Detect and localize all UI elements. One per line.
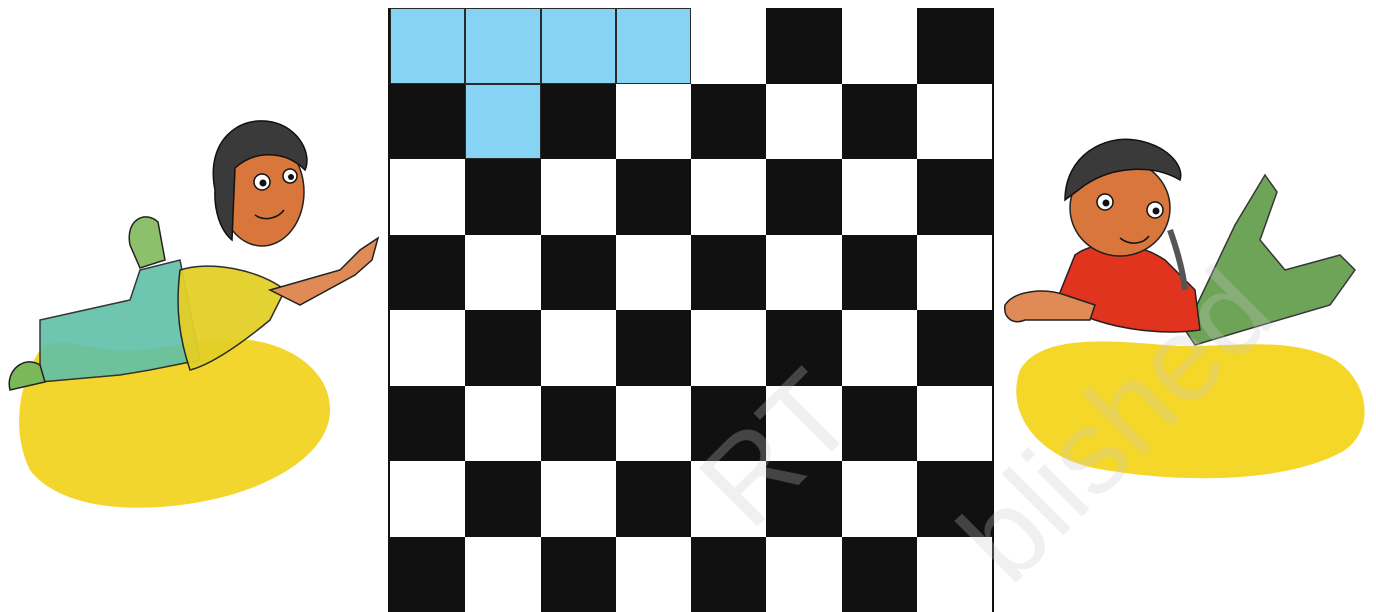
board-cell-blue xyxy=(541,8,616,84)
board-cell-black xyxy=(616,310,691,386)
eye-left-pupil xyxy=(260,180,267,187)
board-cell-white xyxy=(691,461,766,537)
board-cell-black xyxy=(465,461,540,537)
board-cell-white xyxy=(766,84,841,160)
board-cell-white xyxy=(465,537,540,612)
board-cell-black xyxy=(766,8,841,84)
board-cell-black xyxy=(691,235,766,311)
board-cell-white xyxy=(691,8,766,84)
board-cell-white xyxy=(390,159,465,235)
board-cell-black xyxy=(842,386,917,462)
board-cell-black xyxy=(541,235,616,311)
arm xyxy=(270,238,378,305)
teal-legs xyxy=(40,260,200,382)
board-cell-black xyxy=(766,310,841,386)
board-cell-black xyxy=(390,235,465,311)
board-cell-white xyxy=(917,537,992,612)
board-cell-white xyxy=(842,159,917,235)
checkerboard-grid xyxy=(388,8,994,612)
board-cell-white xyxy=(842,461,917,537)
board-cell-black xyxy=(465,310,540,386)
board-cell-white xyxy=(842,8,917,84)
board-cell-white xyxy=(766,537,841,612)
board-cell-white xyxy=(917,235,992,311)
board-cell-black xyxy=(390,84,465,160)
board-cell-black xyxy=(616,159,691,235)
board-cell-black xyxy=(691,537,766,612)
board-cell-black xyxy=(390,386,465,462)
board-cell-black xyxy=(541,84,616,160)
board-cell-black xyxy=(917,461,992,537)
board-cell-white xyxy=(691,159,766,235)
board-cell-black xyxy=(616,461,691,537)
board-cell-white xyxy=(917,386,992,462)
eye-right-pupil xyxy=(288,174,294,180)
board-cell-black xyxy=(917,8,992,84)
board-cell-white xyxy=(616,235,691,311)
girl-lying-illustration xyxy=(995,130,1376,500)
board-cell-white xyxy=(691,310,766,386)
board-cell-white xyxy=(616,84,691,160)
board-cell-white xyxy=(541,310,616,386)
board-cell-black xyxy=(390,537,465,612)
board-cell-black xyxy=(541,386,616,462)
yellow-paint-splash xyxy=(1016,341,1364,478)
board-cell-black xyxy=(842,235,917,311)
eye-right-pupil xyxy=(1153,208,1160,215)
board-cell-black xyxy=(766,159,841,235)
board-cell-white xyxy=(541,461,616,537)
board-cell-white xyxy=(465,386,540,462)
board-cell-white xyxy=(917,84,992,160)
board-cell-black xyxy=(541,537,616,612)
board-cell-white xyxy=(616,386,691,462)
board-cell-white xyxy=(766,235,841,311)
board-cell-black xyxy=(917,159,992,235)
board-cell-blue xyxy=(616,8,691,84)
board-cell-white xyxy=(541,159,616,235)
board-cell-black xyxy=(842,84,917,160)
board-cell-white xyxy=(766,386,841,462)
board-cell-black xyxy=(917,310,992,386)
board-cell-white xyxy=(616,537,691,612)
board-cell-blue xyxy=(465,84,540,160)
board-cell-black xyxy=(465,159,540,235)
board-cell-black xyxy=(766,461,841,537)
board-cell-white xyxy=(390,461,465,537)
board-cell-blue xyxy=(465,8,540,84)
board-cell-white xyxy=(465,235,540,311)
eye-left-pupil xyxy=(1103,200,1110,207)
board-cell-black xyxy=(691,84,766,160)
board-cell-black xyxy=(691,386,766,462)
girl-pointing-illustration xyxy=(0,110,390,520)
board-cell-black xyxy=(842,537,917,612)
raised-foot xyxy=(129,217,165,268)
board-cell-white xyxy=(390,310,465,386)
board-cell-white xyxy=(842,310,917,386)
board-cell-blue xyxy=(390,8,465,84)
green-legs xyxy=(1185,175,1355,345)
